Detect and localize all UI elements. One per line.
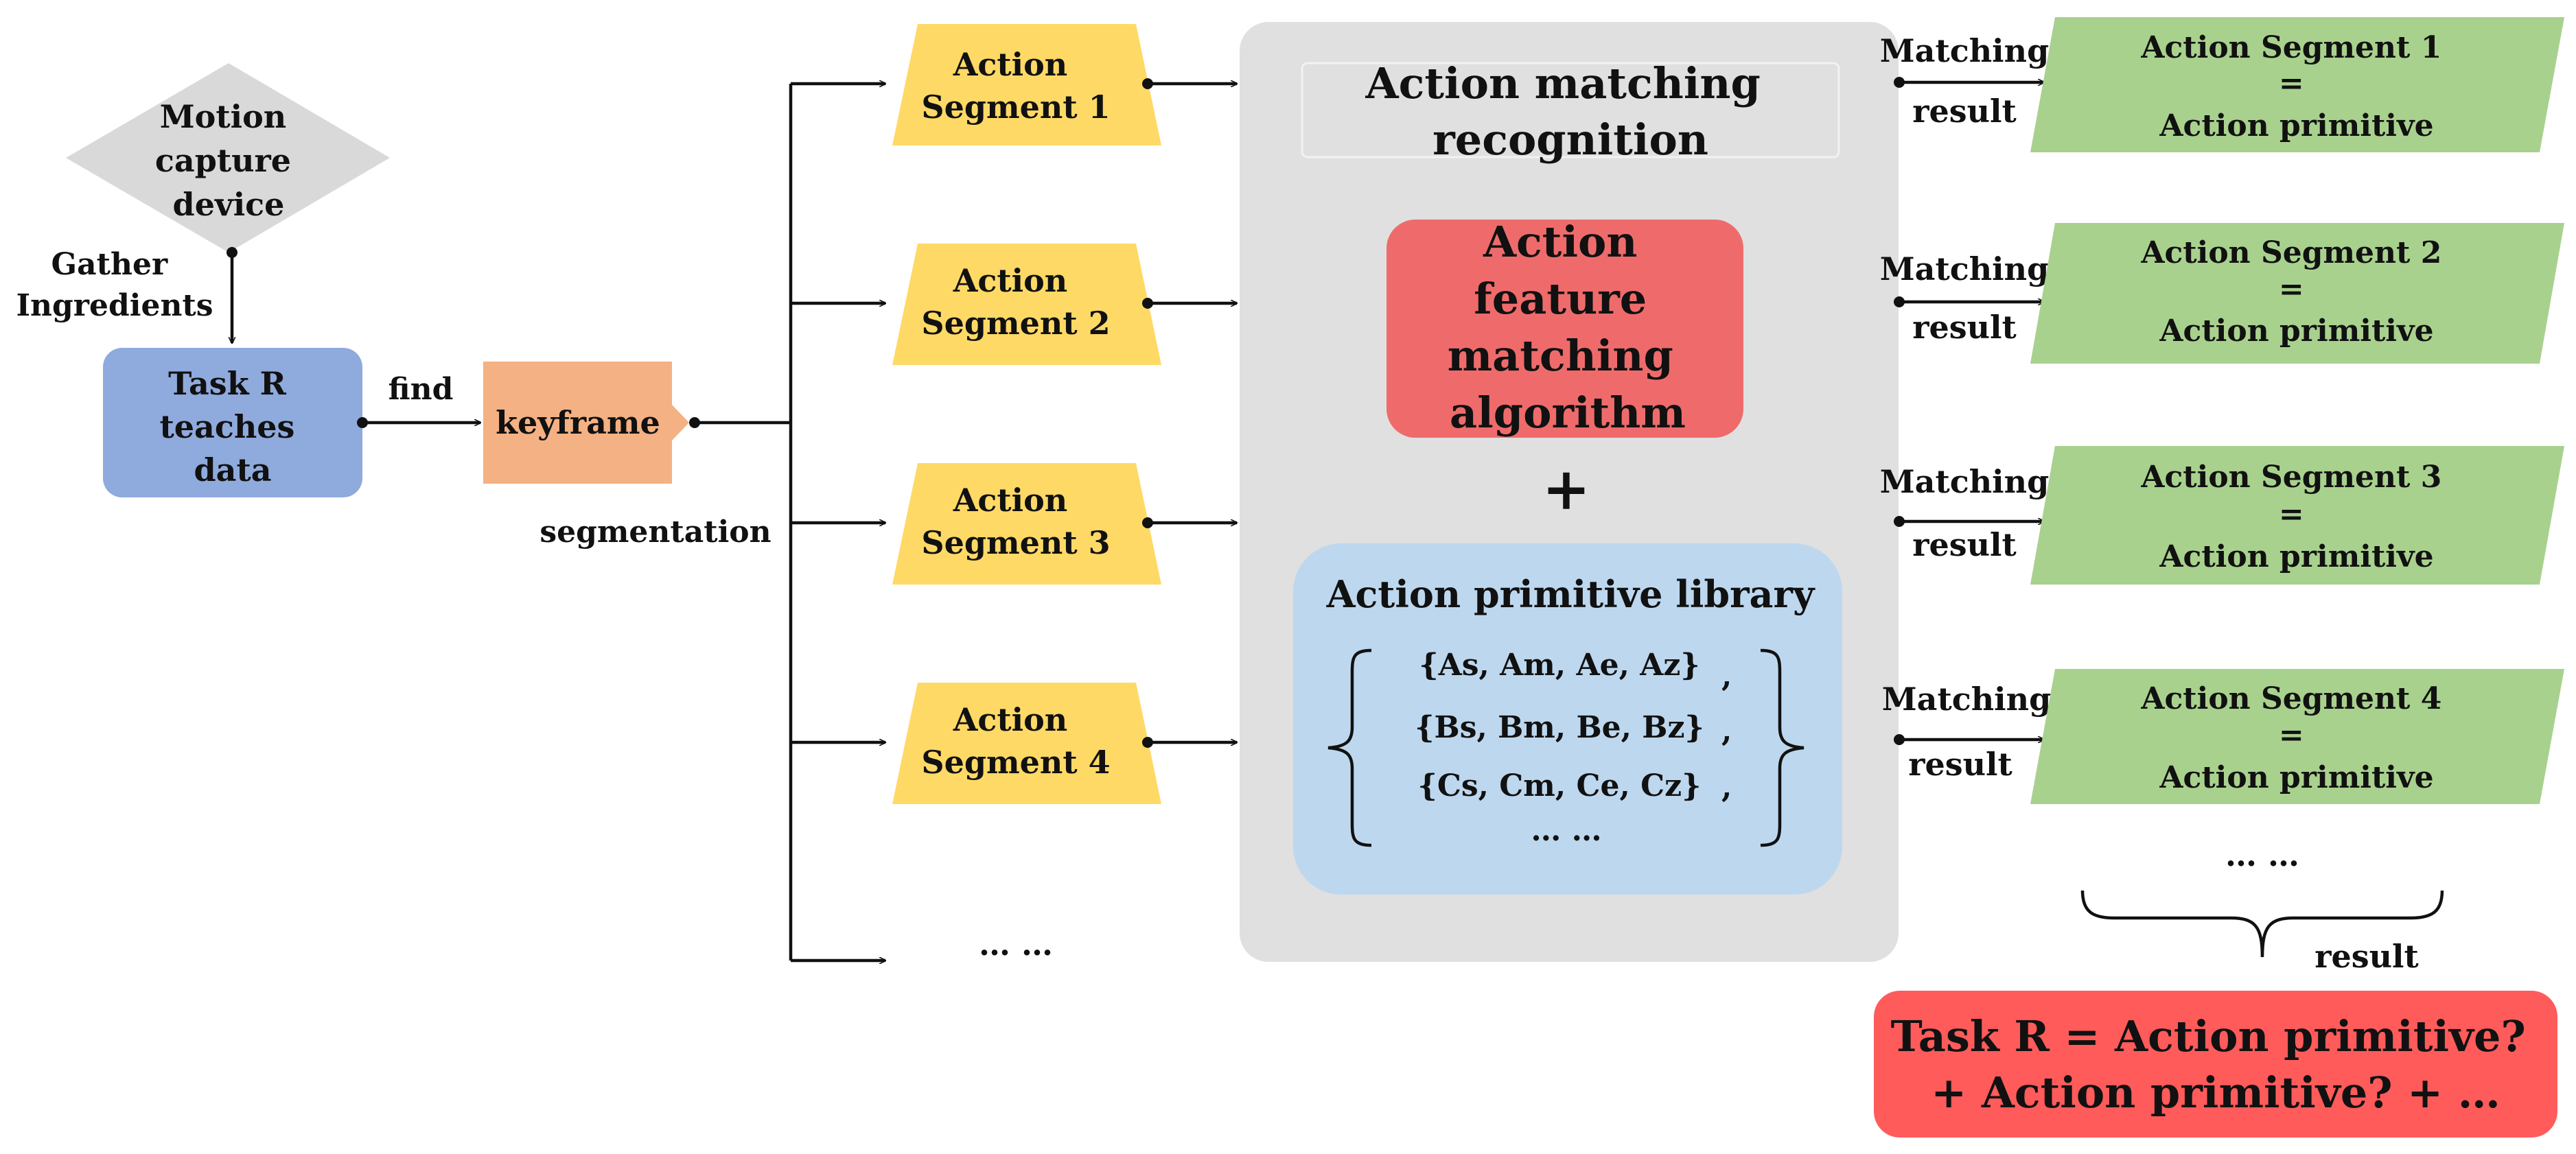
- library-right-brace: [1760, 648, 1805, 847]
- task-r-box: [103, 348, 362, 497]
- result-label-2: Action Segment 2 = Action primitive: [2140, 235, 2452, 349]
- segment-label-4: Action Segment 4: [921, 701, 1110, 781]
- segmentation-label: segmentation: [539, 515, 771, 550]
- final-equation-text: Task R = Action primitive? + Action prim…: [1891, 1011, 2541, 1118]
- matching-label-3: Matching result: [1880, 463, 2061, 563]
- find-label: find: [388, 372, 454, 407]
- keyframe-connector-dot: [689, 417, 700, 428]
- results-more: … …: [2225, 836, 2299, 873]
- segment-label-2: Action Segment 2: [921, 262, 1110, 342]
- library-more: … …: [1531, 813, 1601, 848]
- matching-label-1: Matching result: [1880, 32, 2061, 130]
- algorithm-label: Action feature matching algorithm: [1448, 217, 1689, 438]
- segment-dot-2: [1142, 298, 1153, 309]
- segment-box-1: [892, 24, 1161, 145]
- task-connector-dot: [357, 417, 368, 428]
- segment-label-3: Action Segment 3: [921, 482, 1110, 561]
- match-dot-4: [1894, 734, 1905, 745]
- segment-dot-3: [1142, 517, 1153, 528]
- match-dot-1: [1894, 77, 1905, 88]
- matching-label-2: Matching result: [1880, 250, 2061, 346]
- segment-box-3: [892, 463, 1161, 585]
- library-row-c: {Cs, Cm, Ce, Cz}: [1418, 768, 1702, 803]
- panel-title-box: [1301, 62, 1840, 158]
- library-box: [1293, 543, 1842, 895]
- gather-label: Gather Ingredients: [16, 247, 213, 323]
- result-box-1: [2030, 17, 2564, 152]
- result-label-1: Action Segment 1 = Action primitive: [2140, 30, 2452, 143]
- panel-title: Action matching recognition: [1365, 58, 1776, 165]
- match-dot-3: [1894, 516, 1905, 527]
- keyframe-label: keyframe: [496, 404, 660, 441]
- keyframe-box: [483, 362, 689, 484]
- result-box-3: [2030, 446, 2564, 585]
- result-label-4: Action Segment 4 = Action primitive: [2140, 681, 2452, 795]
- result-box-2: [2030, 223, 2564, 364]
- library-title: Action primitive library: [1326, 572, 1815, 616]
- matching-label-4: Matching result: [1882, 681, 2063, 783]
- segment-dot-4: [1142, 737, 1153, 748]
- segment-dot-1: [1142, 78, 1153, 89]
- diamond-connector-dot: [227, 247, 237, 258]
- library-comma-a: ,: [1721, 659, 1732, 694]
- result-brace: [2080, 890, 2444, 958]
- motion-capture-label: Motion capture device: [155, 98, 302, 223]
- brace-result-label: result: [2314, 938, 2419, 975]
- motion-capture-diamond: [66, 63, 390, 252]
- library-left-brace: [1327, 648, 1372, 847]
- match-dot-2: [1894, 296, 1905, 307]
- algorithm-box: [1386, 220, 1743, 438]
- library-comma-c: ,: [1721, 770, 1732, 805]
- library-row-a: {As, Am, Ae, Az}: [1419, 648, 1699, 683]
- result-box-4: [2030, 669, 2564, 804]
- segment-label-1: Action Segment 1: [921, 46, 1110, 126]
- final-equation-box: [1874, 991, 2557, 1138]
- library-row-b: {Bs, Bm, Be, Bz}: [1415, 710, 1704, 745]
- segments-more: … …: [979, 926, 1053, 963]
- result-label-3: Action Segment 3 = Action primitive: [2140, 460, 2452, 574]
- plus-sign: +: [1542, 455, 1590, 523]
- library-comma-b: ,: [1721, 714, 1732, 749]
- task-r-label: Task R teaches data: [160, 365, 306, 488]
- segment-box-2: [892, 244, 1161, 365]
- segment-box-4: [892, 683, 1161, 804]
